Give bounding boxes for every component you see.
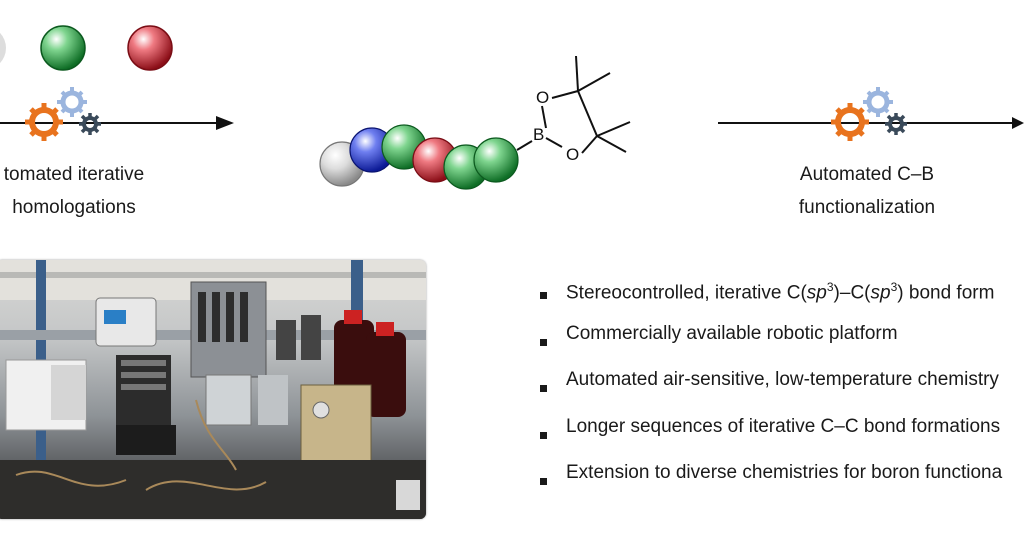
robot-illustration [0, 260, 426, 519]
bullet-text-italic: sp [806, 282, 827, 304]
right-step-caption: Automated C–B functionalization [767, 158, 967, 224]
gear-icon-light-blue [57, 87, 87, 117]
bullet-text-part: )–C( [833, 282, 871, 304]
bullet-marker [540, 385, 547, 392]
gear-icon-light-blue [863, 87, 893, 117]
boronic-ester-molecule: O B O [319, 55, 631, 190]
bullet-text: Stereocontrolled, iterative C(sp3)–C(sp3… [566, 276, 994, 316]
green-bead [40, 25, 86, 71]
right-caption-line2: functionalization [798, 197, 936, 218]
left-caption-line2: homologations [12, 197, 136, 218]
bullet-marker [540, 478, 547, 485]
bullet-marker [540, 431, 547, 439]
bullet-marker [540, 338, 547, 346]
left-caption-line1: tomated iterative [3, 164, 145, 185]
red-bead [127, 25, 173, 71]
left-step-caption: tomated iterative homologations [0, 158, 154, 224]
bullet-text: Extension to diverse chemistries for bor… [566, 462, 1003, 483]
molecule-bonds [516, 55, 631, 154]
gear-icon-dark [885, 113, 907, 135]
atom-oxygen-top: O [536, 88, 549, 107]
gear-icon-orange [25, 103, 63, 141]
arrow-head-right [1012, 117, 1024, 129]
bullet-text: Longer sequences of iterative C–C bond f… [566, 415, 1001, 437]
atom-boron: B [533, 125, 544, 144]
bullet-text-part: Stereocontrolled, iterative C( [566, 282, 807, 304]
feature-list: Stereocontrolled, iterative C(sp3)–C(sp3… [538, 276, 1024, 509]
gear-icon-dark [79, 113, 101, 135]
list-item: Longer sequences of iterative C–C bond f… [538, 416, 1024, 463]
bead-green-3 [473, 137, 519, 183]
arrow-head-left [216, 116, 234, 130]
top-left-scheme [0, 25, 234, 130]
right-caption-line1: Automated C–B [799, 164, 935, 185]
list-item: Extension to diverse chemistries for bor… [538, 462, 1024, 509]
gear-icon-group-left [25, 87, 101, 141]
bullet-text-superscript: 3 [826, 280, 834, 294]
list-item: Commercially available robotic platform [538, 323, 1024, 370]
gear-icon-orange [831, 103, 869, 141]
robotic-platform-photo [0, 260, 426, 519]
list-item: Automated air-sensitive, low-temperature… [538, 369, 1024, 416]
gear-icon-group-right [831, 87, 907, 141]
bullet-text: Commercially available robotic platform [566, 322, 898, 344]
partial-bead [0, 32, 6, 64]
atom-oxygen-bottom: O [566, 145, 579, 164]
bullet-text-part: ) bond form [897, 282, 995, 304]
list-item: Stereocontrolled, iterative C(sp3)–C(sp3… [538, 276, 1024, 323]
bullet-marker [540, 292, 547, 299]
bullet-text: Automated air-sensitive, low-temperature… [566, 369, 999, 390]
bullet-text-italic: sp [870, 282, 891, 304]
bullet-text-superscript: 3 [890, 280, 898, 294]
